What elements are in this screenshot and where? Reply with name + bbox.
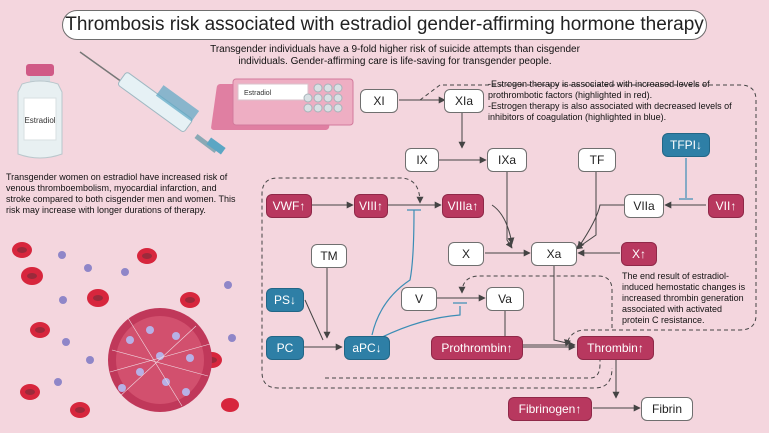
node-prothrombin: Prothrombin↑ xyxy=(431,336,523,360)
node-viii: VIII↑ xyxy=(354,194,388,218)
node-tf: TF xyxy=(578,148,616,172)
node-tfpi: TFPI↓ xyxy=(662,133,710,157)
estrogen-note-2: -Estrogen therapy is also associated wit… xyxy=(488,101,732,122)
node-va: Va xyxy=(486,287,524,311)
node-ixa: IXa xyxy=(487,148,527,172)
intro-note: Transgender individuals have a 9-fold hi… xyxy=(210,44,580,67)
pathway-arrows xyxy=(304,96,706,412)
node-vwf: VWF↑ xyxy=(266,194,312,218)
node-x-up: X↑ xyxy=(621,242,657,266)
page-title: Thrombosis risk associated with estradio… xyxy=(62,10,707,40)
node-viiia: VIIIa↑ xyxy=(442,194,484,218)
node-pc: PC xyxy=(266,336,304,360)
node-xia: XIa xyxy=(444,89,484,113)
end-note: The end result of estradiol-induced hemo… xyxy=(622,271,746,325)
blood-cells-illustration xyxy=(12,242,239,418)
inhibition-lines xyxy=(371,158,693,341)
node-thrombin: Thrombin↑ xyxy=(577,336,654,360)
syringe-icon xyxy=(79,51,226,155)
node-apc: aPC↓ xyxy=(344,336,390,360)
pill-pack-icon: Estradiol xyxy=(211,78,354,130)
node-x: X xyxy=(448,242,484,266)
node-xi: XI xyxy=(360,89,398,113)
node-v: V xyxy=(401,287,437,311)
feedback-loops xyxy=(261,84,757,389)
node-xa: Xa xyxy=(531,242,577,266)
vial-label: Estradiol xyxy=(24,116,55,125)
node-tm: TM xyxy=(311,244,347,268)
node-viia: VIIa xyxy=(624,194,664,218)
node-ps: PS↓ xyxy=(266,288,304,312)
left-note: Transgender women on estradiol have incr… xyxy=(6,172,236,215)
estrogen-note-1: -Estrogen therapy is associated with inc… xyxy=(488,79,710,100)
node-vii: VII↑ xyxy=(708,194,744,218)
node-fibrinogen: Fibrinogen↑ xyxy=(508,397,592,421)
node-ix: IX xyxy=(405,148,439,172)
node-fibrin: Fibrin xyxy=(641,397,693,421)
pack-label: Estradiol xyxy=(244,90,272,97)
estradiol-vial-icon: Estradiol xyxy=(17,64,63,159)
